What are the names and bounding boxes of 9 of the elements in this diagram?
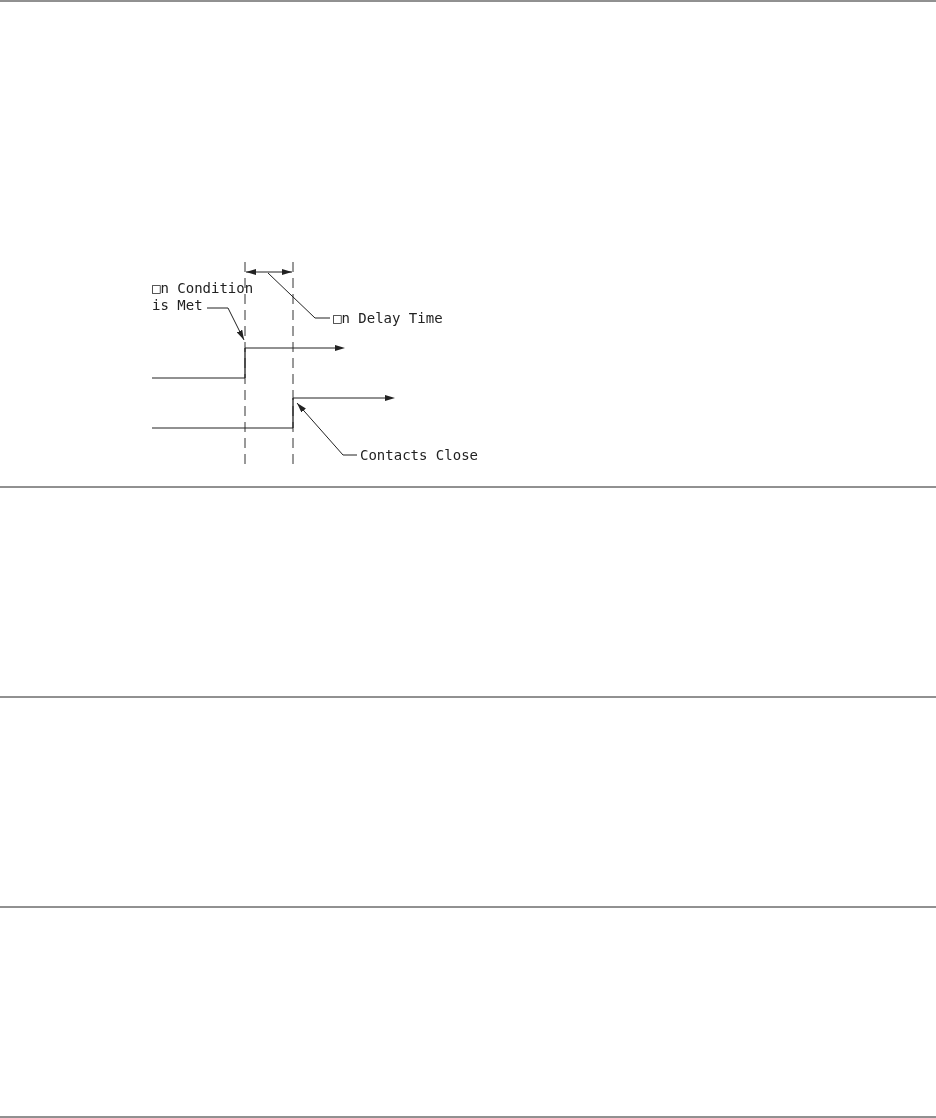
rising-edge (292, 397, 294, 429)
leader-label: Contacts Close (360, 447, 520, 464)
leader-line (267, 272, 331, 319)
rising-edge (244, 347, 246, 379)
leader-label: □n Condition is Met (152, 280, 260, 314)
leader-label: □n Delay Time (333, 310, 483, 327)
leader-line (296, 402, 358, 456)
leader-line (206, 307, 245, 341)
dimension-line (245, 269, 293, 275)
